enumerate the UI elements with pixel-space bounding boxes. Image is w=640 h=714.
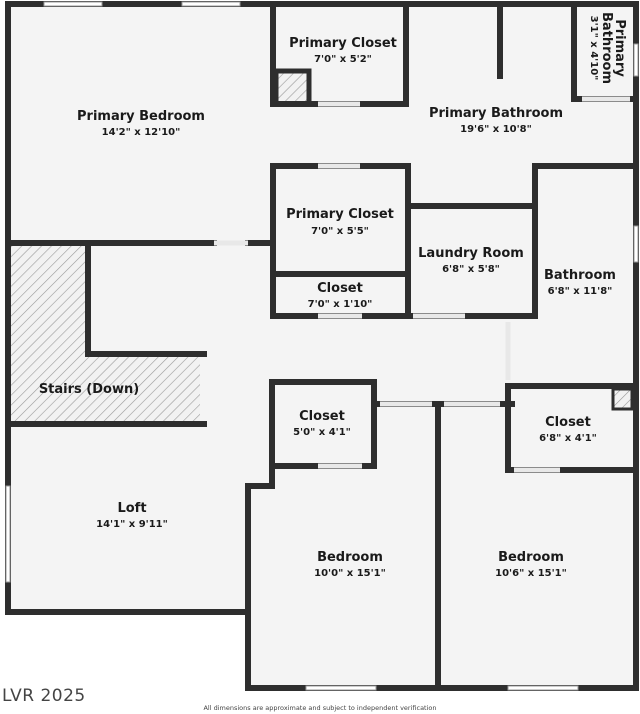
primary-bedroom-dims: 14'2" x 12'10": [102, 127, 181, 138]
laundry-room-dims: 6'8" x 5'8": [442, 264, 500, 275]
disclaimer-text: All dimensions are approximate and subje…: [203, 704, 437, 712]
primary-bedroom-name: Primary Bedroom: [77, 109, 205, 124]
brand-watermark: LVR 2025: [2, 686, 86, 706]
closet-mid-name: Closet: [299, 409, 345, 424]
bathroom-dims: 6'8" x 11'8": [548, 286, 613, 297]
stairs-hatch: [10, 246, 200, 422]
closet-small-name: Closet: [317, 281, 363, 296]
primary-bathroom-small-dims: 3'1" x 4'10": [588, 16, 599, 81]
primary-closet-top-name: Primary Closet: [289, 36, 397, 51]
primary-bathroom-small-name-2: Bathroom: [599, 12, 614, 84]
loft-dims: 14'1" x 9'11": [96, 519, 168, 530]
closet-small-dims: 7'0" x 1'10": [308, 299, 373, 310]
laundry-room-name: Laundry Room: [418, 246, 524, 261]
chimney-hatch: [276, 71, 309, 104]
bedroom-left-name: Bedroom: [317, 550, 383, 565]
windows: [5, 1, 639, 691]
bedroom-left-dims: 10'0" x 15'1": [314, 568, 386, 579]
primary-closet-mid-name: Primary Closet: [286, 207, 394, 222]
primary-bathroom-name: Primary Bathroom: [429, 106, 563, 121]
room-labels: Primary Bedroom 14'2" x 12'10" Primary C…: [39, 12, 627, 579]
bedroom-right-name: Bedroom: [498, 550, 564, 565]
loft-name: Loft: [117, 501, 146, 516]
closet-mid-dims: 5'0" x 4'1": [293, 427, 351, 438]
primary-closet-top-dims: 7'0" x 5'2": [314, 54, 372, 65]
closet-right-name: Closet: [545, 415, 591, 430]
bathroom-name: Bathroom: [544, 268, 616, 283]
closet-right-dims: 6'8" x 4'1": [539, 433, 597, 444]
primary-closet-mid-dims: 7'0" x 5'5": [311, 226, 369, 237]
openings: [214, 96, 630, 473]
primary-bathroom-small-name-1: Primary: [612, 19, 627, 77]
stairs-name: Stairs (Down): [39, 382, 139, 397]
bedroom-right-dims: 10'6" x 15'1": [495, 568, 567, 579]
small-hatch: [613, 389, 632, 409]
primary-bathroom-dims: 19'6" x 10'8": [460, 124, 532, 135]
primary-bathroom-small-label: Primary Bathroom 3'1" x 4'10": [588, 12, 627, 84]
